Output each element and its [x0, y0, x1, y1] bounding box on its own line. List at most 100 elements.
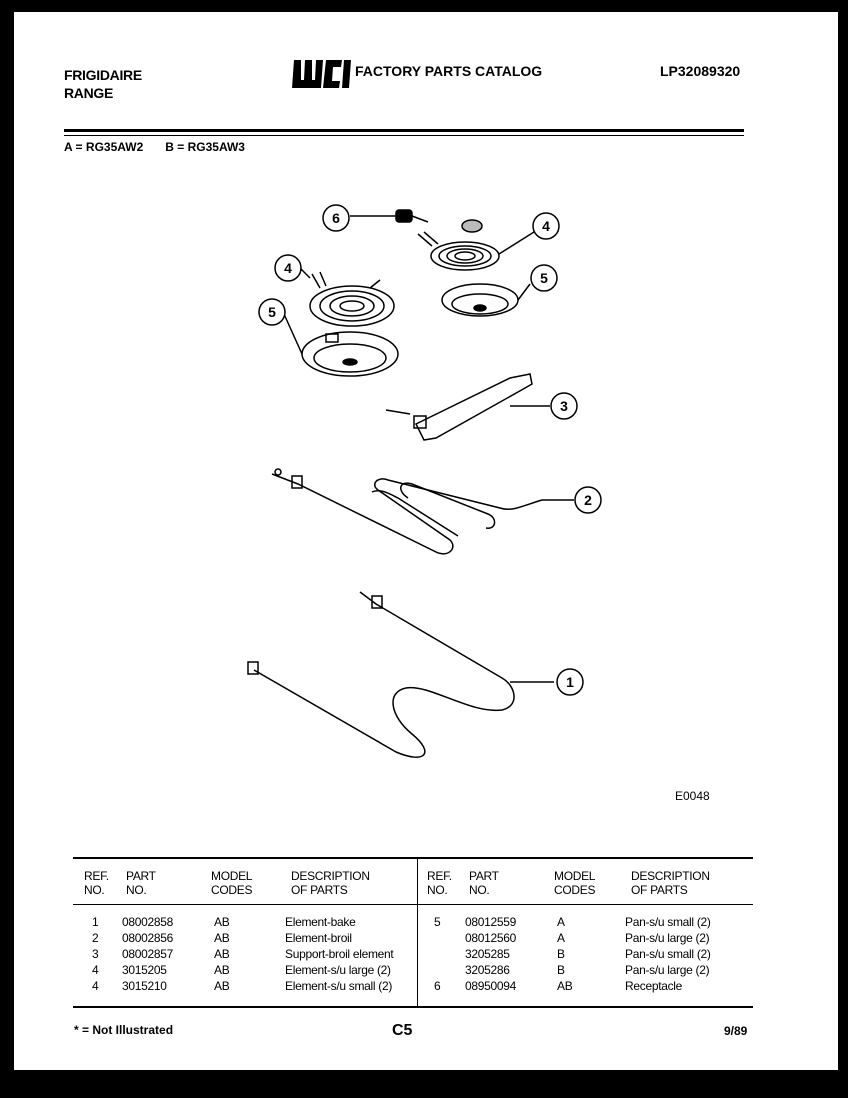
table-cell: Pan-s/u small (2): [625, 947, 711, 961]
left-part-column: 08002858 08002856 08002857 3015205 30152…: [122, 914, 173, 994]
header-ref-line2: NO.: [84, 883, 105, 897]
callout-5-left-label: 5: [268, 304, 276, 320]
table-cell: Pan-s/u large (2): [625, 931, 710, 945]
header-desc-left: DESCRIPTION OF PARTS: [291, 869, 370, 897]
table-cell: Pan-s/u large (2): [625, 963, 710, 977]
left-ref-column: 1 2 3 4 4: [92, 914, 99, 994]
header-ref-right: REF. NO.: [427, 869, 452, 897]
callout-5-left: 5: [258, 298, 286, 326]
table-cell: B: [557, 947, 565, 961]
callout-3: 3: [550, 392, 578, 420]
table-rule-header: [73, 904, 753, 905]
table-cell: AB: [214, 979, 230, 993]
header-part-right: PART NO.: [469, 869, 499, 897]
callout-6-label: 6: [332, 210, 340, 226]
model-code-a: A = RG35AW2: [64, 140, 144, 154]
header-rule-thin: [64, 135, 744, 136]
table-cell: 08002856: [122, 931, 173, 945]
callout-5-right-label: 5: [540, 270, 548, 286]
model-legend: A = RG35AW2 B = RG35AW3: [64, 140, 267, 154]
date-code: 9/89: [724, 1024, 748, 1038]
table-cell: Element-broil: [285, 931, 352, 945]
surface-element-large: [299, 267, 395, 327]
header-model-line1: MODEL: [554, 869, 596, 883]
header-model-right: MODEL CODES: [554, 869, 595, 897]
left-desc-column: Element-bake Element-broil Support-broil…: [285, 914, 394, 994]
header-ref-line1: REF.: [84, 869, 109, 883]
header-model-line1: MODEL: [211, 869, 253, 883]
table-cell: Support-broil element: [285, 947, 394, 961]
brand-name: FRIGIDAIRE: [64, 67, 142, 83]
table-cell: Element-s/u large (2): [285, 963, 391, 977]
callout-4-left-label: 4: [284, 260, 292, 276]
table-cell: Pan-s/u small (2): [625, 915, 711, 929]
parts-catalog-page: FRIGIDAIRE RANGE FACTORY PARTS CATALOG L…: [14, 12, 838, 1070]
table-cell: AB: [214, 947, 230, 961]
table-cell: 08012559: [465, 915, 516, 929]
broil-element: [271, 468, 574, 555]
brand-block: FRIGIDAIRE RANGE: [64, 66, 142, 102]
header-part-line2: NO.: [469, 883, 490, 897]
table-cell: AB: [214, 915, 230, 929]
table-cell: 08012560: [465, 931, 516, 945]
right-ref-column: 5 6: [434, 914, 441, 994]
callout-4-right: 4: [532, 212, 560, 240]
header-desc-line2: OF PARTS: [291, 883, 348, 897]
table-cell: 3205285: [465, 947, 510, 961]
table-cell: 1: [92, 915, 99, 929]
callout-2: 2: [574, 486, 602, 514]
table-cell: [434, 946, 440, 962]
header-desc-line1: DESCRIPTION: [631, 869, 710, 883]
callout-4-right-label: 4: [542, 218, 550, 234]
surface-element-small: [417, 219, 535, 271]
header-desc-line1: DESCRIPTION: [291, 869, 370, 883]
table-cell: [434, 962, 440, 978]
table-divider: [417, 858, 418, 1006]
table-cell: 08002857: [122, 947, 173, 961]
table-cell: Receptacle: [625, 979, 683, 993]
header-ref-line2: NO.: [427, 883, 448, 897]
table-cell: A: [557, 915, 565, 929]
callout-1-label: 1: [566, 674, 574, 690]
table-cell: 6: [434, 979, 441, 993]
table-cell: AB: [214, 963, 230, 977]
diagram-code: E0048: [675, 789, 710, 803]
right-desc-column: Pan-s/u small (2) Pan-s/u large (2) Pan-…: [625, 914, 711, 994]
model-code-b: B = RG35AW3: [165, 140, 245, 154]
header-part-left: PART NO.: [126, 869, 156, 897]
table-cell: Element-s/u small (2): [285, 979, 393, 993]
drip-pan-small: [441, 283, 531, 317]
page-number: C5: [392, 1022, 413, 1039]
table-rule-top: [73, 857, 753, 859]
table-cell: Element-bake: [285, 915, 356, 929]
callout-6: 6: [322, 204, 350, 232]
product-type: RANGE: [64, 85, 114, 101]
broil-element-support: [385, 373, 550, 441]
header-rule: [64, 129, 744, 132]
drip-pan-large: [283, 313, 399, 377]
table-cell: A: [557, 931, 565, 945]
table-cell: B: [557, 963, 565, 977]
table-rule-bottom: [73, 1006, 753, 1008]
table-cell: 4: [92, 979, 99, 993]
right-model-column: A A B B AB: [557, 914, 573, 994]
bake-element: [247, 591, 554, 758]
table-cell: 08002858: [122, 915, 173, 929]
header-model-line2: CODES: [211, 883, 253, 897]
table-cell: 08950094: [465, 979, 516, 993]
receptacle-part: [350, 209, 429, 223]
table-cell: 2: [92, 931, 99, 945]
table-cell: [434, 930, 440, 946]
table-cell: AB: [214, 931, 230, 945]
header-model-left: MODEL CODES: [211, 869, 252, 897]
table-cell: 3015210: [122, 979, 167, 993]
table-cell: 3015205: [122, 963, 167, 977]
table-cell: 5: [434, 915, 441, 929]
header-ref-line1: REF.: [427, 869, 452, 883]
right-part-column: 08012559 08012560 3205285 3205286 089500…: [465, 914, 516, 994]
header-desc-right: DESCRIPTION OF PARTS: [631, 869, 710, 897]
catalog-number: LP32089320: [660, 63, 741, 79]
catalog-title: FACTORY PARTS CATALOG: [355, 63, 543, 79]
callout-2-label: 2: [584, 492, 592, 508]
header-part-line2: NO.: [126, 883, 147, 897]
